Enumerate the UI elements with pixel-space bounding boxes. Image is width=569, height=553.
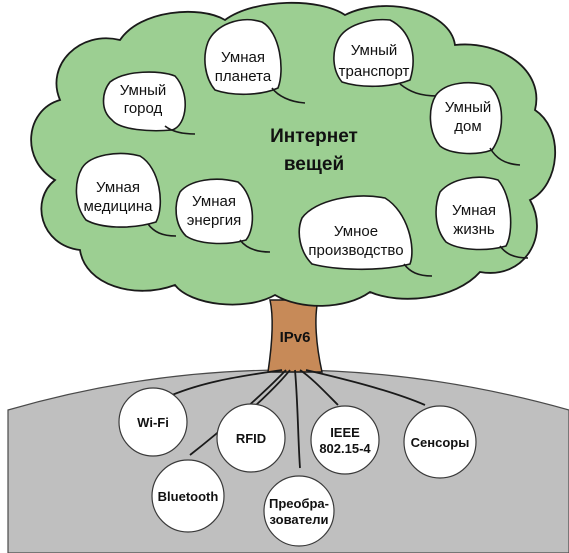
leaf-smart-medicine: Умная медицина (75, 152, 177, 237)
root-line-ieee (299, 369, 339, 406)
root-label-rfid: RFID (236, 431, 266, 446)
leaf-smart-planet-line2: планета (215, 68, 272, 85)
leaf-smart-city-line1: Умный (120, 82, 167, 99)
leaf-smart-planet: Умная планета (204, 18, 306, 104)
leaf-smart-city-line2: город (124, 100, 163, 117)
root-line-rfid (254, 369, 291, 407)
root-circle-rfid: RFID (216, 403, 286, 473)
leaf-smart-production-line1: Умное (334, 223, 378, 240)
leaf-smart-energy-line1: Умная (192, 193, 236, 210)
root-circle-wifi: Wi-Fi (118, 387, 188, 457)
leaf-smart-home: Умный дом (429, 81, 521, 166)
leaf-smart-medicine-line2: медицина (83, 198, 153, 215)
root-line-converters (294, 369, 301, 469)
leaf-smart-transport: Умный транспорт (333, 18, 439, 97)
root-circle-sensors: Сенсоры (403, 405, 477, 479)
root-label-sensors: Сенсоры (411, 435, 470, 450)
root-label-converters-line1: Преобра- (269, 496, 329, 511)
root-label-bluetooth: Bluetooth (158, 489, 219, 504)
trunk-label: IPv6 (280, 329, 311, 346)
root-line-sensors (305, 369, 426, 406)
root-label-wifi: Wi-Fi (137, 415, 169, 430)
leaf-smart-life-line1: Умная (452, 202, 496, 219)
leaf-smart-production: Умное производство (298, 195, 433, 277)
leaf-smart-home-line2: дом (454, 118, 481, 135)
diagram-title-line1: Интернет (270, 126, 358, 147)
root-label-ieee-line2: 802.15-4 (319, 441, 371, 456)
root-circle-bluetooth: Bluetooth (151, 459, 225, 533)
root-line-wifi (164, 369, 283, 399)
leaf-smart-city: Умный город (102, 71, 196, 135)
leaf-smart-home-line1: Умный (445, 99, 492, 116)
leaf-smart-transport-line1: Умный (351, 42, 398, 59)
root-label-ieee-line1: IEEE (330, 425, 360, 440)
root-circle-converters: Преобра- зователи (263, 475, 335, 547)
diagram-title-line2: вещей (284, 154, 344, 175)
leaf-smart-transport-line2: транспорт (339, 63, 410, 80)
leaf-smart-planet-line1: Умная (221, 49, 265, 66)
root-lines (164, 369, 426, 469)
root-circle-ieee: IEEE 802.15-4 (310, 405, 380, 475)
root-label-converters-line2: зователи (270, 512, 329, 527)
leaf-smart-energy: Умная энергия (175, 178, 271, 253)
leaf-smart-medicine-line1: Умная (96, 179, 140, 196)
leaf-smart-life-line2: жизнь (453, 221, 495, 238)
leaf-smart-energy-line2: энергия (187, 212, 242, 229)
leaf-smart-life: Умная жизнь (435, 176, 529, 259)
leaf-smart-production-line2: производство (308, 242, 403, 259)
